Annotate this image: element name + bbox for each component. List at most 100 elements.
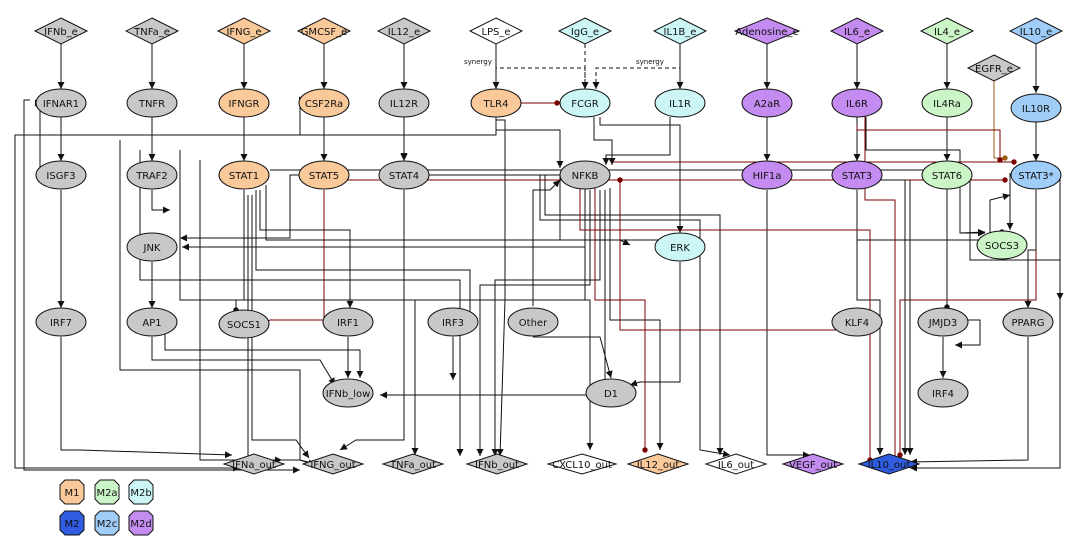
il6-out-node[interactable]: IL6_out: [704, 453, 768, 475]
edge-52: [60, 337, 233, 459]
legend-m1-swatch: [59, 479, 85, 505]
d1-node[interactable]: D1: [585, 378, 637, 408]
il1r-node[interactable]: IL1R: [654, 88, 706, 118]
irf4-node[interactable]: IRF4: [917, 378, 969, 408]
socs1-node[interactable]: SOCS1: [218, 309, 270, 339]
edge-90: [179, 150, 594, 450]
tnfa-e-node[interactable]: TNFa_e: [124, 17, 180, 45]
il10-out-node[interactable]: IL10_out: [857, 453, 921, 475]
cxcl10-out-node[interactable]: CXCL10_out: [546, 453, 618, 475]
legend-m2a-swatch: [94, 479, 120, 505]
gmcsf-e-node[interactable]: GMCSF_e: [296, 17, 352, 45]
il4-e-node[interactable]: IL4_e: [919, 17, 975, 45]
ifnb-low-shape: [322, 378, 374, 408]
stat3s-node[interactable]: STAT3*: [1010, 160, 1062, 190]
ifng-out-shape: [301, 453, 365, 475]
hif1a-node[interactable]: HIF1a: [741, 160, 793, 190]
csf2ra-shape: [298, 88, 350, 118]
stat4-label: STAT4: [389, 171, 419, 182]
ifna-out-label: IFNa_out: [232, 460, 276, 471]
ifnar1-node[interactable]: IFNAR1: [35, 88, 87, 118]
irf4-shape: [917, 378, 969, 408]
ifnb-out-node[interactable]: IFNb_out: [465, 453, 529, 475]
ifng-out-node[interactable]: IFNG_out: [301, 453, 365, 475]
il6r-label: IL6R: [846, 99, 868, 110]
jmjd3-node[interactable]: JMJD3: [917, 307, 969, 337]
irf3-label: IRF3: [442, 318, 464, 329]
ifnb-e-node[interactable]: IFNb_e: [33, 17, 89, 45]
il6-e-node[interactable]: IL6_e: [829, 17, 885, 45]
csf2ra-node[interactable]: CSF2Ra: [298, 88, 350, 118]
stat1-label: STAT1: [229, 171, 259, 182]
ifna-out-node[interactable]: IFNa_out: [222, 453, 286, 475]
il12-out-node[interactable]: IL12_out: [626, 453, 690, 475]
jmjd3-shape: [917, 307, 969, 337]
tlr4-node[interactable]: TLR4: [470, 88, 522, 118]
erk-node[interactable]: ERK: [654, 232, 706, 262]
ifng-e-node[interactable]: IFNG_e: [216, 17, 272, 45]
il6r-node[interactable]: IL6R: [831, 88, 883, 118]
vegf-out-label: VEGF_out: [789, 460, 837, 471]
isgf3-node[interactable]: ISGF3: [35, 160, 87, 190]
cxcl10-out-shape: [546, 453, 618, 475]
tlr4-label: TLR4: [483, 99, 509, 110]
adenosine-e-node[interactable]: Adenosine_e: [733, 17, 801, 45]
tnfa-out-node[interactable]: TNFa_out: [381, 453, 445, 475]
jnk-node[interactable]: JNK: [126, 232, 178, 262]
vegf-out-node[interactable]: VEGF_out: [781, 453, 845, 475]
edge-75: [617, 177, 870, 331]
edge-43: [262, 190, 325, 327]
d1-shape: [585, 378, 637, 408]
il1b-e-node[interactable]: IL1B_e: [652, 17, 708, 45]
tnfa-out-label: TNFa_out: [389, 460, 436, 471]
irf4-label: IRF4: [932, 389, 954, 400]
traf2-node[interactable]: TRAF2: [126, 160, 178, 190]
legend-m2d: M2d: [128, 510, 154, 536]
klf4-node[interactable]: KLF4: [831, 307, 883, 337]
tnfr-label: TNFR: [138, 99, 165, 110]
tnfr-node[interactable]: TNFR: [126, 88, 178, 118]
irf1-node[interactable]: IRF1: [322, 307, 374, 337]
fcgr-shape: [559, 88, 611, 118]
klf4-shape: [831, 307, 883, 337]
igg-e-shape: [557, 17, 613, 45]
ifnb-out-shape: [465, 453, 529, 475]
fcgr-node[interactable]: FCGR: [559, 88, 611, 118]
ap1-label: AP1: [142, 318, 161, 329]
other-node[interactable]: Other: [507, 307, 559, 337]
egfr-e-label: EGFR_e: [975, 64, 1013, 75]
irf3-node[interactable]: IRF3: [427, 307, 479, 337]
lps-e-node[interactable]: LPS_e: [468, 17, 524, 45]
il4ra-node[interactable]: IL4Ra: [921, 88, 973, 118]
stat3s-label: STAT3*: [1018, 171, 1053, 182]
ifnb-low-node[interactable]: IFNb_low: [322, 378, 374, 408]
a2ar-node[interactable]: A2aR: [741, 88, 793, 118]
stat3-node[interactable]: STAT3: [831, 160, 883, 190]
edge-76: [880, 179, 909, 455]
edge-87: [969, 180, 1064, 300]
igg-e-node[interactable]: IgG_e: [557, 17, 613, 45]
ap1-node[interactable]: AP1: [126, 307, 178, 337]
il12r-node[interactable]: IL12R: [378, 88, 430, 118]
stat6-shape: [921, 160, 973, 190]
ifnb-low-label: IFNb_low: [326, 389, 371, 400]
il10-e-node[interactable]: IL10_e: [1008, 17, 1064, 45]
stat4-node[interactable]: STAT4: [378, 160, 430, 190]
erk-label: ERK: [670, 243, 690, 254]
irf7-node[interactable]: IRF7: [35, 307, 87, 337]
nfkb-node[interactable]: NFKB: [559, 160, 611, 190]
ifngr-node[interactable]: IFNGR: [218, 88, 270, 118]
il12-e-node[interactable]: IL12_e: [376, 17, 432, 45]
stat6-node[interactable]: STAT6: [921, 160, 973, 190]
stat1-node[interactable]: STAT1: [218, 160, 270, 190]
other-label: Other: [519, 318, 548, 329]
stat5-node[interactable]: STAT5: [298, 160, 350, 190]
pparg-node[interactable]: PPARG: [1002, 307, 1054, 337]
edge-92: [23, 99, 300, 474]
il12-out-shape: [626, 453, 690, 475]
egfr-e-node[interactable]: EGFR_e: [966, 54, 1022, 82]
il10r-node[interactable]: IL10R: [1010, 93, 1062, 123]
ap1-shape: [126, 307, 178, 337]
klf4-label: KLF4: [845, 318, 869, 329]
socs3-node[interactable]: SOCS3: [976, 230, 1028, 260]
